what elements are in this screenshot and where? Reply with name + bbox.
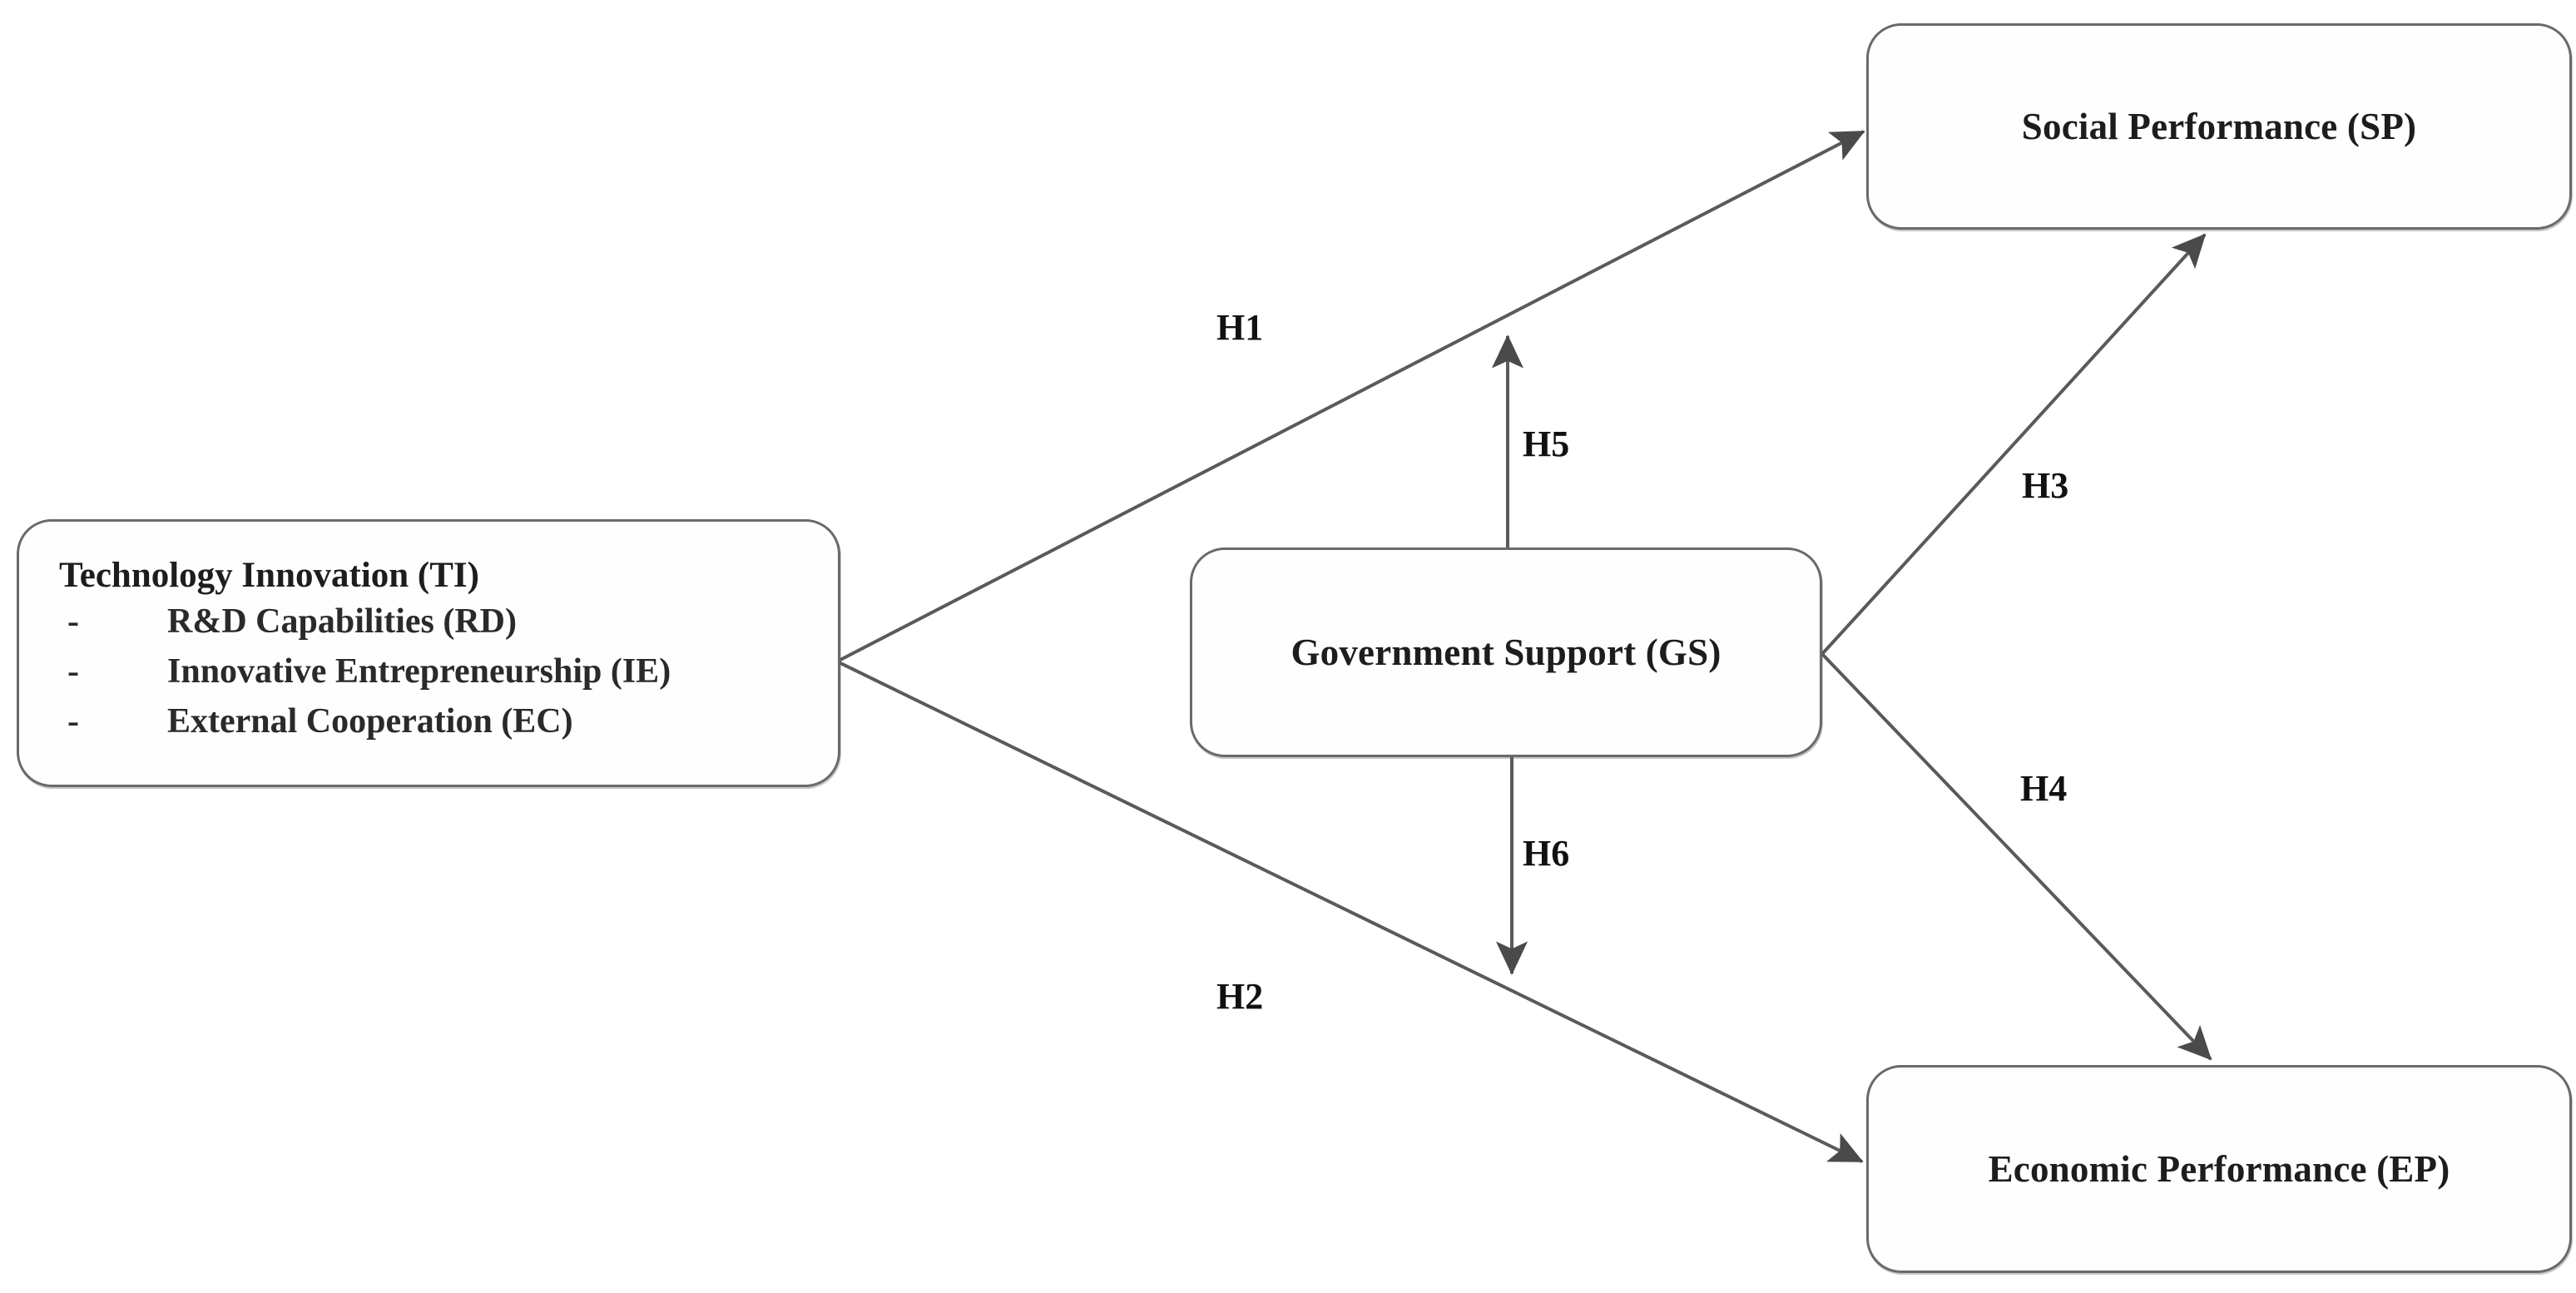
node-social-performance-title: Social Performance (SP) [2021,106,2417,147]
list-item-label: External Cooperation (EC) [167,702,573,741]
edge-label-h4: H4 [2020,768,2068,809]
node-government-support-title: Government Support (GS) [1290,632,1721,673]
dash-marker-icon: - [67,602,79,641]
node-government-support[interactable]: Government Support (GS) [1190,547,1822,757]
list-item-label: R&D Capabilities (RD) [167,602,517,641]
list-item: - External Cooperation (EC) [19,701,838,743]
edge-label-h1: H1 [1216,307,1264,348]
dash-marker-icon: - [67,652,79,691]
list-item: - Innovative Entrepreneurship (IE) [19,651,838,693]
list-item: - R&D Capabilities (RD) [19,601,838,643]
edge-h2-line [836,660,1864,1163]
edge-h4-line [1821,652,2212,1061]
list-item-label: Innovative Entrepreneurship (IE) [167,652,671,691]
edge-h3-line [1821,233,2207,656]
edge-label-h5: H5 [1523,424,1570,464]
edge-label-h2: H2 [1216,976,1264,1017]
dash-marker-icon: - [67,702,79,741]
node-economic-performance[interactable]: Economic Performance (EP) [1866,1065,2572,1273]
edge-h1-line [836,130,1865,663]
node-technology-innovation-title: Technology Innovation (TI) [59,556,479,595]
edge-label-h3: H3 [2022,465,2069,506]
node-technology-innovation[interactable]: Technology Innovation (TI) - R&D Capabil… [17,519,840,787]
edge-label-h6: H6 [1523,833,1570,874]
node-social-performance[interactable]: Social Performance (SP) [1866,23,2572,230]
node-economic-performance-title: Economic Performance (EP) [1988,1148,2450,1190]
technology-innovation-dimension-list: - R&D Capabilities (RD) - Innovative Ent… [19,601,838,744]
